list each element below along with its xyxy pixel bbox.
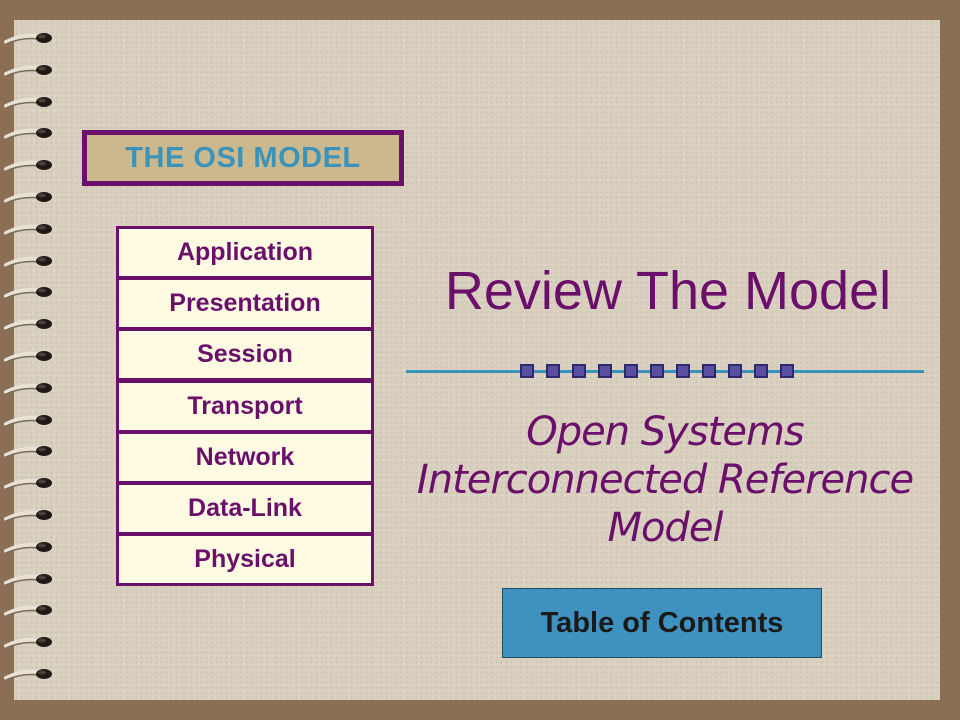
spiral-ring-icon bbox=[4, 28, 54, 50]
layer-data-link: Data-Link bbox=[116, 482, 374, 535]
layer-presentation: Presentation bbox=[116, 277, 374, 331]
square-dot-icon bbox=[728, 364, 742, 378]
spiral-ring-icon bbox=[4, 569, 54, 591]
title-divider-line bbox=[406, 370, 924, 373]
layer-label: Network bbox=[195, 442, 295, 471]
square-dot-icon bbox=[572, 364, 586, 378]
layer-label: Transport bbox=[187, 391, 303, 420]
layer-application: Application bbox=[116, 226, 374, 279]
spiral-ring-icon bbox=[4, 505, 54, 527]
osi-model-header-label: THE OSI MODEL bbox=[125, 141, 361, 174]
spiral-ring-icon bbox=[4, 60, 54, 82]
square-dot-icon bbox=[624, 364, 638, 378]
spiral-ring-icon bbox=[4, 378, 54, 400]
spiral-ring-icon bbox=[4, 346, 54, 368]
spiral-binding bbox=[0, 20, 60, 700]
spiral-ring-icon bbox=[4, 441, 54, 463]
osi-model-header: THE OSI MODEL bbox=[82, 130, 404, 186]
spiral-ring-icon bbox=[4, 410, 54, 432]
square-dot-icon bbox=[754, 364, 768, 378]
layer-physical: Physical bbox=[116, 533, 374, 587]
square-dot-icon bbox=[676, 364, 690, 378]
layer-label: Data-Link bbox=[188, 494, 302, 522]
square-dot-icon bbox=[780, 364, 794, 378]
spiral-ring-icon bbox=[4, 123, 54, 145]
spiral-ring-icon bbox=[4, 664, 54, 686]
square-dot-icon bbox=[598, 364, 612, 378]
spiral-ring-icon bbox=[4, 473, 54, 495]
spiral-ring-icon bbox=[4, 219, 54, 241]
spiral-ring-icon bbox=[4, 155, 54, 177]
layer-session: Session bbox=[116, 328, 374, 382]
spiral-ring-icon bbox=[4, 314, 54, 336]
square-dot-icon bbox=[520, 364, 534, 378]
spiral-ring-icon bbox=[4, 632, 54, 654]
spiral-ring-icon bbox=[4, 251, 54, 273]
spiral-ring-icon bbox=[4, 92, 54, 114]
layer-label: Application bbox=[176, 238, 314, 266]
square-dot-icon bbox=[546, 364, 560, 378]
slide-title: Review The Model bbox=[444, 261, 892, 321]
spiral-ring-icon bbox=[4, 537, 54, 559]
square-dot-icon bbox=[702, 364, 716, 378]
table-of-contents-label: Table of Contents bbox=[540, 606, 784, 639]
table-of-contents-button[interactable]: Table of Contents bbox=[502, 588, 822, 658]
spiral-ring-icon bbox=[4, 600, 54, 622]
layer-label: Session bbox=[197, 340, 293, 369]
layer-transport: Transport bbox=[116, 379, 374, 433]
layer-label: Physical bbox=[194, 545, 296, 574]
spiral-ring-icon bbox=[4, 282, 54, 304]
slide-subtitle: Open Systems Interconnected Reference Mo… bbox=[416, 409, 914, 551]
divider-dots bbox=[520, 364, 800, 378]
spiral-ring-icon bbox=[4, 187, 54, 209]
square-dot-icon bbox=[650, 364, 664, 378]
layer-label: Presentation bbox=[169, 289, 321, 318]
layer-network: Network bbox=[116, 430, 374, 484]
